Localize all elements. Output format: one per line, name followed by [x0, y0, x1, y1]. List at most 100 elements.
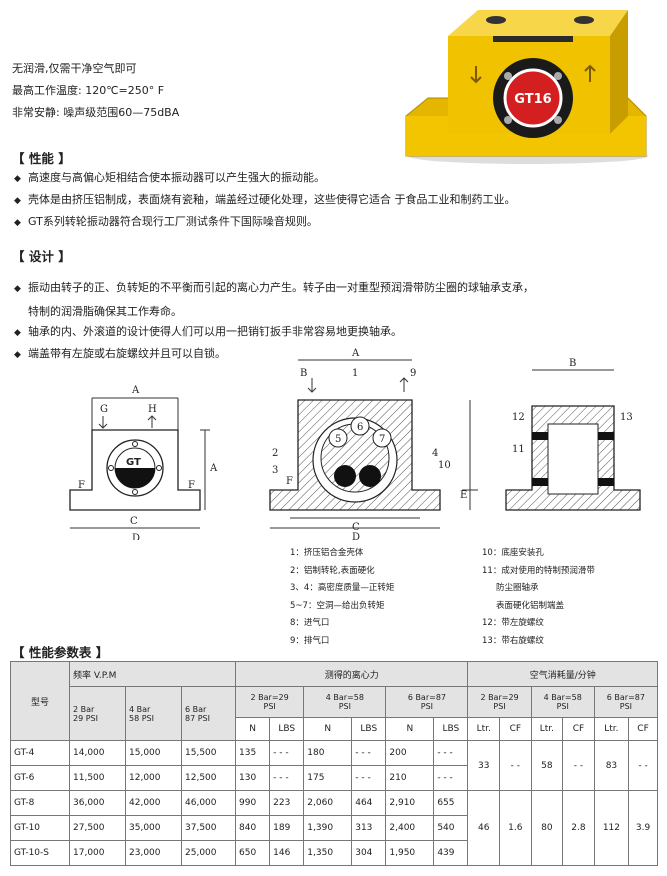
- front-logo: GT: [126, 457, 141, 468]
- header-air-4bar: 4 Bar=58 PSI: [530, 686, 595, 718]
- section-label-10: 10: [438, 460, 451, 471]
- front-dim-A-top: A: [131, 385, 140, 396]
- table-unit-row: N LBS N LBS N LBS Ltr. CF Ltr. CF Ltr. C…: [11, 717, 658, 741]
- header-model: 型号: [10, 661, 70, 741]
- cell-freq: 14,000: [69, 740, 126, 766]
- unit-N: N: [234, 717, 271, 741]
- intro-noise-level: 非常安静: 噪声级范围60—75dBA: [12, 106, 180, 119]
- section-label-9: 9: [410, 368, 416, 379]
- unit-Ltr: Ltr.: [593, 717, 630, 741]
- table-row: GT-10-S 17,000 23,000 25,000 650 146 1,3…: [10, 840, 658, 866]
- intro-no-lubrication: 无润滑,仅需干净空气即可: [12, 62, 137, 75]
- header-air-2bar: 2 Bar=29 PSI: [467, 686, 532, 718]
- bullet-diamond-icon: ◆: [14, 174, 21, 184]
- front-view-drawing: A G H GT A F F C D: [69, 385, 218, 540]
- legend-item: 5~7：空洞—给出负转矩: [290, 600, 385, 611]
- legend-item: 8：进气口: [290, 618, 330, 628]
- cell-model: GT-8: [10, 790, 70, 816]
- header-freq-2bar: 2 Bar 29 PSI: [69, 686, 126, 741]
- bullet-diamond-icon: ◆: [14, 218, 21, 228]
- cell-model: GT-4: [10, 740, 70, 766]
- cell-model: GT-6: [10, 765, 70, 791]
- cell-force: 1,390: [303, 815, 353, 841]
- performance-table: 型号 频率 V.P.M 测得的离心力 空气消耗量/分钟 2 Bar 29 PSI…: [10, 661, 659, 866]
- cell-freq: 27,500: [69, 815, 126, 841]
- arrow-up-icon: [147, 415, 157, 428]
- cell-force: 990: [234, 790, 271, 816]
- design-bullet: ◆端盖带有左旋或右旋螺纹并且可以自锁。: [14, 347, 226, 360]
- side-label-13: 13: [620, 412, 633, 423]
- performance-section-title: 【 性能 】: [12, 151, 71, 166]
- cell-air: 33: [467, 740, 500, 791]
- header-air-consumption: 空气消耗量/分钟: [467, 661, 658, 687]
- unit-Ltr: Ltr.: [530, 717, 564, 741]
- unit-LBS: LBS: [351, 717, 387, 741]
- design-section-title: 【 设计 】: [12, 249, 71, 264]
- legend-item: 1：挤压铝合金壳体: [290, 548, 364, 558]
- cell-freq: 15,000: [125, 740, 182, 766]
- cell-force: 2,400: [385, 815, 435, 841]
- table-header-row: 型号 频率 V.P.M 测得的离心力 空气消耗量/分钟: [10, 661, 658, 741]
- cell-freq: 23,000: [125, 840, 182, 866]
- header-frequency: 频率 V.P.M: [69, 661, 236, 687]
- cell-freq: 37,500: [181, 815, 236, 841]
- cell-force: 189: [269, 815, 305, 841]
- cell-force: - - -: [269, 765, 305, 791]
- cell-freq: 35,000: [125, 815, 182, 841]
- front-dim-C: C: [130, 516, 138, 527]
- section-label-1: 1: [352, 368, 358, 379]
- unit-CF: CF: [498, 717, 532, 741]
- technical-drawings: A G H GT A F F C D: [69, 348, 641, 540]
- cell-force: 464: [351, 790, 387, 816]
- cell-air: 3.9: [628, 790, 658, 866]
- cell-force: - - -: [433, 765, 469, 791]
- arrow-down-icon: [307, 378, 317, 393]
- section-label-4: 4: [432, 448, 438, 459]
- legend-item: 2：铝制转轮,表面硬化: [290, 565, 375, 576]
- cell-force: 175: [303, 765, 353, 791]
- cell-freq: 17,000: [69, 840, 126, 866]
- cell-air: 83: [593, 740, 630, 791]
- cell-force: 2,910: [385, 790, 435, 816]
- front-label-F-left: F: [78, 480, 85, 491]
- legend-left: 1：挤压铝合金壳体 2：铝制转轮,表面硬化 3、4：高密度质量—正转矩 5~7：…: [290, 545, 394, 650]
- cell-force: 135: [234, 740, 271, 766]
- front-dim-D: D: [132, 533, 140, 540]
- cell-freq: 12,000: [125, 765, 182, 791]
- cell-air: 58: [530, 740, 564, 791]
- cell-freq: 36,000: [69, 790, 126, 816]
- section-label-5: 5: [335, 434, 341, 445]
- legend-right: 10：底座安装孔 11：成对使用的特制预润滑带 防尘圈轴承 表面硬化铝制端盖 1…: [482, 545, 595, 650]
- arrow-down-icon: [470, 66, 482, 84]
- header-air-6bar: 6 Bar=87 PSI: [593, 686, 659, 718]
- legend-item: 11：成对使用的特制预润滑带: [482, 565, 595, 576]
- legend-item: 防尘圈轴承: [496, 583, 539, 593]
- cell-air: 1.6: [498, 790, 532, 866]
- header-force-4bar: 4 Bar=58 PSI: [303, 686, 387, 718]
- section-label-B: B: [300, 368, 307, 379]
- legend-item: 13：带右旋螺纹: [482, 635, 544, 646]
- table-row: GT-8 36,000 42,000 46,000 990 223 2,060 …: [10, 790, 658, 866]
- header-force-2bar: 2 Bar=29 PSI: [234, 686, 305, 718]
- product-logo: GT16: [514, 92, 551, 107]
- table-title: 【 性能参数表 】: [12, 645, 109, 660]
- bullet-diamond-icon: ◆: [14, 328, 21, 338]
- cell-model: GT-10-S: [10, 840, 70, 866]
- legend-item: 12：带左旋螺纹: [482, 618, 544, 628]
- cell-force: - - -: [433, 740, 469, 766]
- cell-force: - - -: [269, 740, 305, 766]
- cell-freq: 42,000: [125, 790, 182, 816]
- cell-force: 2,060: [303, 790, 353, 816]
- legend-item: 10：底座安装孔: [482, 548, 544, 558]
- cell-air: 80: [530, 790, 564, 866]
- cell-force: - - -: [351, 740, 387, 766]
- cell-freq: 46,000: [181, 790, 236, 816]
- bullet-diamond-icon: ◆: [14, 196, 21, 206]
- side-dim-B: B: [569, 358, 576, 369]
- cell-force: 180: [303, 740, 353, 766]
- section-label-3: 3: [272, 465, 278, 476]
- side-label-12: 12: [512, 412, 525, 423]
- header-force-6bar: 6 Bar=87 PSI: [385, 686, 469, 718]
- front-label-G: G: [100, 404, 108, 415]
- unit-CF: CF: [628, 717, 658, 741]
